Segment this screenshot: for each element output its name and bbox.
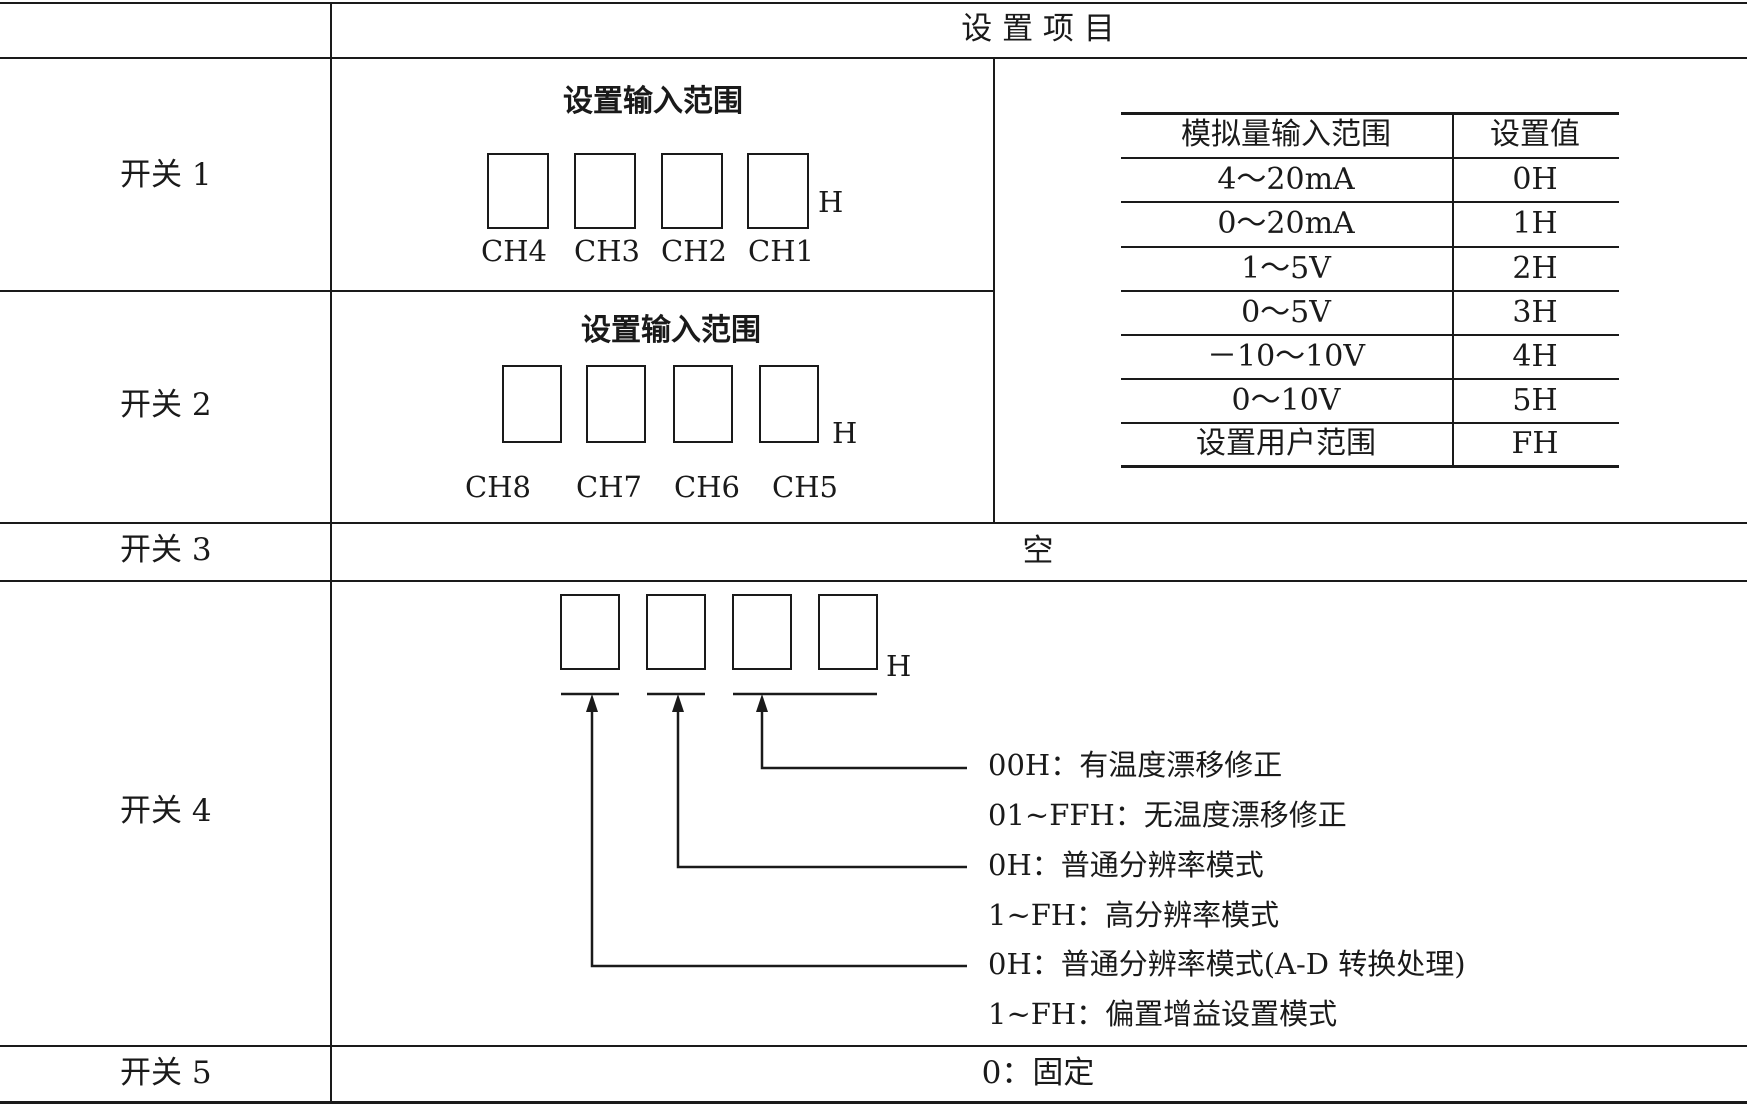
connector-ad-conversion-mode: [590, 698, 967, 968]
arrowhead: [672, 694, 684, 712]
switch-2-digit-box-ch5: [759, 365, 819, 443]
range-table-bottom-rule: [1121, 465, 1619, 468]
first-column-divider: [330, 2, 332, 1103]
switch-2-channel-label: CH8: [465, 470, 531, 504]
range-table-row-rule: [1121, 201, 1619, 203]
switch-4-note: 01~FFH：无温度漂移修正: [988, 798, 1347, 832]
switch-2-title: 设置输入范围: [581, 313, 761, 348]
range-table-cell: FH: [1511, 426, 1559, 461]
arrowhead: [586, 694, 598, 712]
switch-1-channel-label: CH3: [574, 234, 640, 268]
switch-5-value: 0：固定: [981, 1055, 1095, 1091]
switch-2-digit-box-ch7: [586, 365, 646, 443]
switch-2-label: 开关 2: [120, 387, 212, 423]
switch-1-channel-label: CH2: [661, 234, 727, 268]
range-table-row-rule: [1121, 422, 1619, 424]
switch-1-title: 设置输入范围: [563, 84, 743, 119]
row3-bottom-border: [0, 580, 1747, 582]
range-table-cell: 3H: [1512, 295, 1558, 330]
range-table-header-rule: [1121, 157, 1619, 159]
switch-1-digit-box-ch3: [574, 153, 636, 229]
switch-4-note: 0H：普通分辨率模式(A-D 转换处理): [988, 947, 1466, 981]
range-table-cell: 设置用户范围: [1196, 426, 1376, 461]
switch-4-digit-box: [732, 594, 792, 670]
switch-4-label: 开关 4: [120, 793, 212, 829]
switch-4-hex-suffix: H: [886, 649, 912, 683]
table-bottom-border: [0, 1101, 1747, 1104]
switch-3-value: 空: [1022, 533, 1054, 569]
range-table-row-rule: [1121, 290, 1619, 292]
range-table-cell: 2H: [1512, 251, 1558, 286]
switch-1-hex-suffix: H: [818, 185, 844, 219]
switch-4-digit-box: [818, 594, 878, 670]
switch-4-digit-box: [560, 594, 620, 670]
range-table-cell: 0～5V: [1241, 295, 1331, 330]
switch-2-digit-box-ch8: [502, 365, 562, 443]
range-table-header: 设置值: [1490, 117, 1580, 152]
range-table-row-rule: [1121, 334, 1619, 336]
row1-bottom-border: [0, 290, 995, 292]
range-table-row-rule: [1121, 246, 1619, 248]
switch-2-channel-label: CH7: [576, 470, 642, 504]
switch-1-digit-box-ch1: [747, 153, 809, 229]
range-table-row-rule: [1121, 378, 1619, 380]
range-table-cell: 4～20mA: [1217, 162, 1355, 197]
range-table-cell: 1～5V: [1241, 251, 1331, 286]
switch-5-label: 开关 5: [120, 1055, 212, 1091]
range-table-cell: －10～10V: [1206, 339, 1366, 374]
table-top-border: [0, 2, 1747, 4]
range-column-divider: [993, 57, 995, 523]
switch-4-note: 1~FH：高分辨率模式: [988, 898, 1280, 932]
range-table-cell: 0H: [1512, 162, 1558, 197]
switch-4-digit-box: [646, 594, 706, 670]
range-table-header: 模拟量输入范围: [1181, 117, 1391, 152]
header-bottom-border: [0, 57, 1747, 59]
connector-resolution-mode: [676, 698, 967, 869]
range-table-cell: 4H: [1512, 339, 1558, 374]
switch-2-channel-label: CH5: [772, 470, 838, 504]
switch-2-digit-box-ch6: [673, 365, 733, 443]
switch-2-hex-suffix: H: [832, 416, 858, 450]
switch-1-digit-box-ch2: [661, 153, 723, 229]
switch-2-channel-label: CH6: [674, 470, 740, 504]
header-title: 设 置 项 目: [961, 11, 1115, 47]
row4-bottom-border: [0, 1045, 1747, 1047]
arrowhead: [756, 694, 768, 712]
switch-4-note: 0H：普通分辨率模式: [988, 848, 1264, 882]
switch-1-channel-label: CH4: [481, 234, 547, 268]
range-table-cell: 5H: [1512, 383, 1558, 418]
range-table-cell: 0～10V: [1231, 383, 1341, 418]
range-table-cell: 0～20mA: [1217, 206, 1355, 241]
range-table-column-divider: [1452, 112, 1454, 467]
row2-bottom-border: [0, 522, 1747, 524]
switch-3-label: 开关 3: [120, 532, 212, 568]
switch-4-note: 1~FH：偏置增益设置模式: [988, 997, 1338, 1031]
switch-4-note: 00H：有温度漂移修正: [988, 748, 1283, 782]
switch-1-label: 开关 1: [120, 157, 212, 193]
range-table-cell: 1H: [1512, 206, 1558, 241]
switch-1-channel-label: CH1: [748, 234, 814, 268]
range-table-top-rule: [1121, 112, 1619, 115]
connector-temperature-drift: [760, 698, 967, 770]
switch-1-digit-box-ch4: [487, 153, 549, 229]
